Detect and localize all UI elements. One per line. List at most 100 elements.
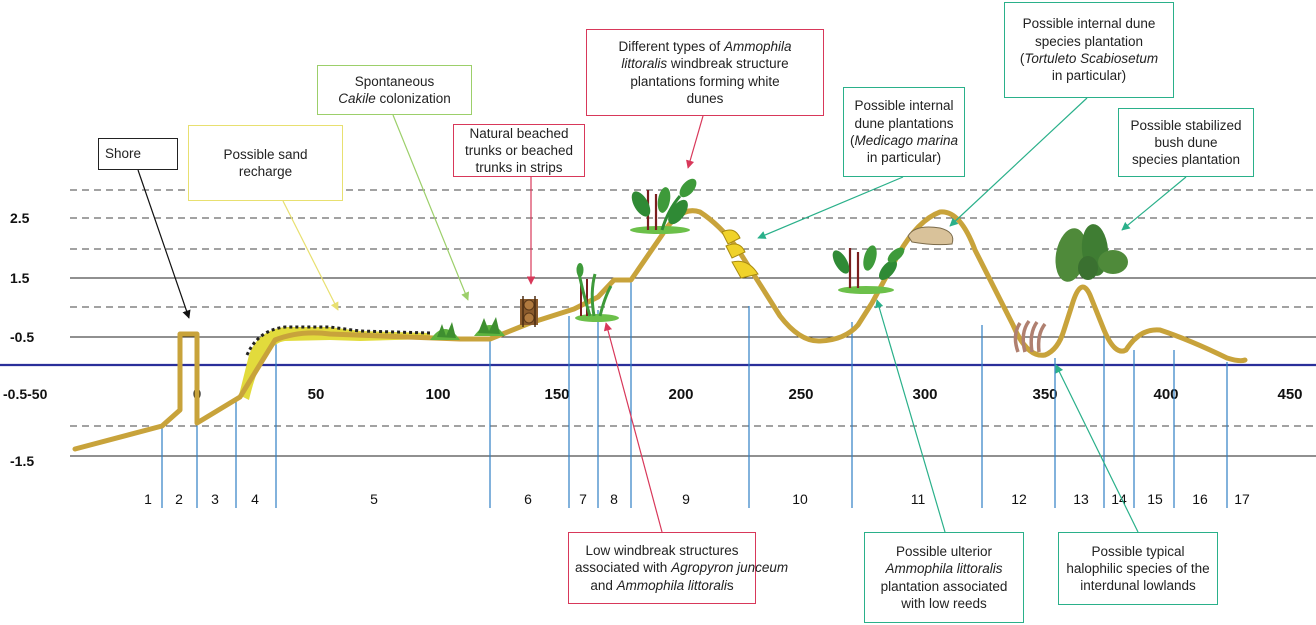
- x-tick-label: 200: [668, 386, 693, 403]
- y-tick-label: 1.5: [10, 270, 30, 286]
- callout-text: dunes: [686, 90, 724, 106]
- tortuleto-arrow: [949, 97, 1088, 227]
- callout-line: Shore: [105, 145, 171, 162]
- callout-italic-text: littoralis: [621, 56, 668, 72]
- agropyron-windbreak-icon: [575, 263, 619, 322]
- callout-text: interdunal lowlands: [1080, 578, 1196, 594]
- callout-text: (: [1019, 51, 1025, 66]
- grid: [70, 189, 1316, 457]
- agropyron-arrow: [603, 322, 663, 533]
- zone-label: 2: [175, 491, 183, 507]
- callout-line: Possible ulterior: [871, 543, 1017, 560]
- shore-callout: Shore: [98, 138, 178, 170]
- callout-text: plantations forming white: [630, 73, 780, 89]
- callout-line: in particular): [850, 149, 958, 166]
- medicago-arrow: [757, 176, 904, 239]
- callout-line: Possible sand: [195, 146, 336, 163]
- callout-text: plantation associated: [880, 578, 1008, 594]
- y-tick-label: -1.5: [10, 453, 34, 469]
- callout-line: Low windbreak structures: [575, 542, 749, 559]
- callout-line: Ammophila littoralis: [871, 560, 1017, 577]
- callout-line: plantations forming white: [593, 73, 817, 90]
- callout-text: windbreak structure: [667, 56, 789, 72]
- callout-text: species plantation: [1131, 152, 1241, 168]
- callout-text: with low reeds: [901, 595, 987, 611]
- y-tick-label: 2.5: [10, 210, 30, 226]
- callout-line: interdunal lowlands: [1065, 577, 1211, 594]
- callout-text: Possible stabilized: [1130, 117, 1242, 133]
- ammophila-types-arrow: [686, 115, 704, 169]
- callout-text: dune plantations: [854, 115, 954, 131]
- callout-line: Natural beached: [460, 125, 578, 142]
- callout-text: trunks in strips: [475, 160, 563, 176]
- zone-label: 16: [1192, 491, 1208, 507]
- callout-line: trunks in strips: [460, 159, 578, 176]
- callout-line: and Ammophila littoralis: [575, 577, 749, 594]
- shore-arrow: [137, 169, 191, 319]
- callout-line: Possible typical: [1065, 543, 1211, 560]
- callout-text: Different types of: [618, 38, 725, 54]
- callout-text: halophilic species of the: [1066, 560, 1210, 576]
- x-tick-label: 100: [425, 386, 450, 403]
- x-tick-label: 400: [1153, 386, 1178, 403]
- bush-arrow: [1121, 176, 1187, 231]
- y-tick-label: -0.5: [10, 329, 34, 345]
- callout-text: Shore: [105, 146, 142, 162]
- medicago-plant-icon: [721, 229, 759, 279]
- ammophila-white-dune-icon: [630, 178, 697, 234]
- callout-line: Possible internal dune: [1011, 15, 1167, 32]
- zone-label: 15: [1147, 491, 1163, 507]
- zone-label: 17: [1234, 491, 1250, 507]
- callout-line: associated with Agropyron junceum: [575, 559, 788, 576]
- callout-line: Spontaneous: [324, 73, 465, 90]
- x-tick-label: 300: [912, 386, 937, 403]
- callout-text: trunks or beached: [464, 142, 574, 158]
- callout-line: bush dune: [1125, 134, 1247, 151]
- zone-dividers: [161, 280, 1228, 508]
- zone-label: 14: [1111, 491, 1127, 507]
- callout-line: littoralis windbreak structure: [593, 55, 817, 72]
- callout-text: Natural beached: [469, 125, 569, 141]
- callout-text: in particular): [1051, 68, 1127, 84]
- zone-label: 7: [579, 491, 587, 507]
- halophilic-plant-icon: [1013, 319, 1047, 353]
- callout-line: dunes: [593, 90, 817, 107]
- x-tick-label: 450: [1277, 386, 1302, 403]
- callout-italic-text: Ammophila littorali: [616, 577, 727, 593]
- callout-line: trunks or beached: [460, 142, 578, 159]
- callout-text: and: [590, 577, 617, 593]
- sand-recharge-arrow: [282, 200, 339, 311]
- callout-line: dune plantations: [850, 115, 958, 132]
- callout-italic-text: Medicago marina: [854, 133, 959, 148]
- callout-text: colonization: [375, 91, 451, 106]
- zone-label: 1: [144, 491, 152, 507]
- callout-italic-text: Agropyron junceum: [671, 560, 789, 576]
- callout-line: plantation associated: [871, 578, 1017, 595]
- callout-line: species plantation: [1125, 151, 1247, 168]
- x-tick-label: 150: [544, 386, 569, 403]
- callout-line: in particular): [1011, 67, 1167, 84]
- callout-line: Possible internal: [850, 97, 958, 114]
- callout-text: in particular): [866, 150, 942, 166]
- callout-text: Possible sand: [223, 146, 308, 162]
- callout-text: Possible ulterior: [895, 543, 993, 559]
- sand-recharge-area: [239, 327, 430, 400]
- callout-line: Cakile colonization: [324, 90, 465, 107]
- callout-text: bush dune: [1154, 134, 1218, 150]
- callout-line: species plantation: [1011, 33, 1167, 50]
- callout-text: Possible internal: [854, 98, 954, 114]
- callout-line: (Tortuleto Scabiosetum: [1011, 50, 1167, 67]
- callout-italic-text: Tortuleto Scabiosetum: [1024, 51, 1159, 66]
- x-tick-label: 350: [1032, 386, 1057, 403]
- x-tick-label: 50: [308, 386, 325, 403]
- zone-label: 11: [911, 491, 926, 507]
- callout-line: recharge: [195, 163, 336, 180]
- ammophila-reeds-icon: [832, 245, 905, 294]
